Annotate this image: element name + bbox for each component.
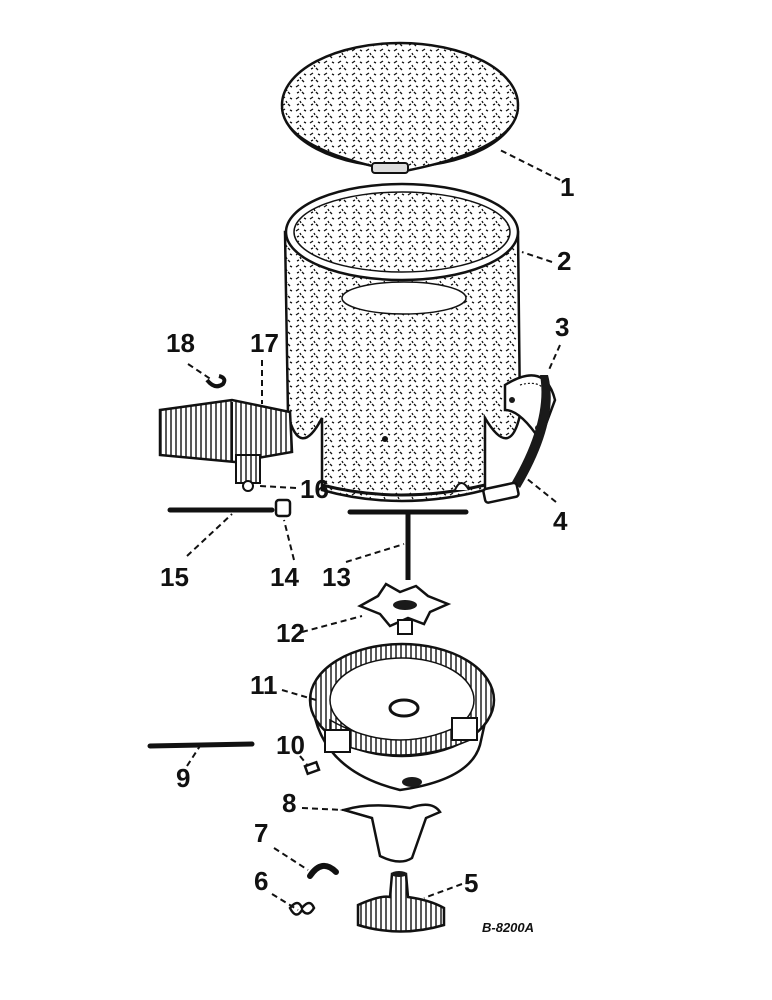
part-11-hopper-bottom	[308, 642, 496, 792]
callout-18: 18	[166, 328, 195, 358]
part-18-cotter-pin	[205, 374, 227, 389]
part-14-block	[274, 498, 292, 518]
part-1-lid	[280, 41, 520, 174]
reference-code: B-8200A	[482, 920, 534, 935]
callout-6: 6	[254, 866, 268, 896]
callout-15: 15	[160, 562, 189, 592]
part-7-clip	[307, 863, 339, 879]
callout-13: 13	[322, 562, 351, 592]
leader-lines	[186, 149, 561, 911]
callout-3: 3	[555, 312, 569, 342]
callout-1: 1	[560, 172, 574, 202]
part-13-shaft	[347, 509, 469, 580]
part-16-gate-slide	[235, 454, 261, 492]
callout-7: 7	[254, 818, 268, 848]
part-5-drive-gear	[356, 871, 446, 933]
part-8-funnel	[339, 803, 442, 863]
part-2-hopper	[283, 182, 522, 503]
part-12-agitator	[357, 582, 452, 635]
callout-5: 5	[464, 868, 478, 898]
part-6-wing-nut	[288, 901, 316, 916]
callout-numbers: 1 2 3 4 5 6 7 8 9 10 11 12 13 14 15 16 1…	[160, 172, 574, 898]
callout-17: 17	[250, 328, 279, 358]
callout-2: 2	[557, 246, 571, 276]
callout-8: 8	[282, 788, 296, 818]
part-17-gate-housing	[158, 398, 294, 464]
callout-10: 10	[276, 730, 305, 760]
callout-16: 16	[300, 474, 329, 504]
part-4-control-lever	[482, 375, 551, 504]
part-9-rod	[147, 741, 255, 749]
callout-12: 12	[276, 618, 305, 648]
callout-9: 9	[176, 763, 190, 793]
callout-4: 4	[553, 506, 568, 536]
callout-14: 14	[270, 562, 299, 592]
callout-11: 11	[250, 670, 278, 700]
